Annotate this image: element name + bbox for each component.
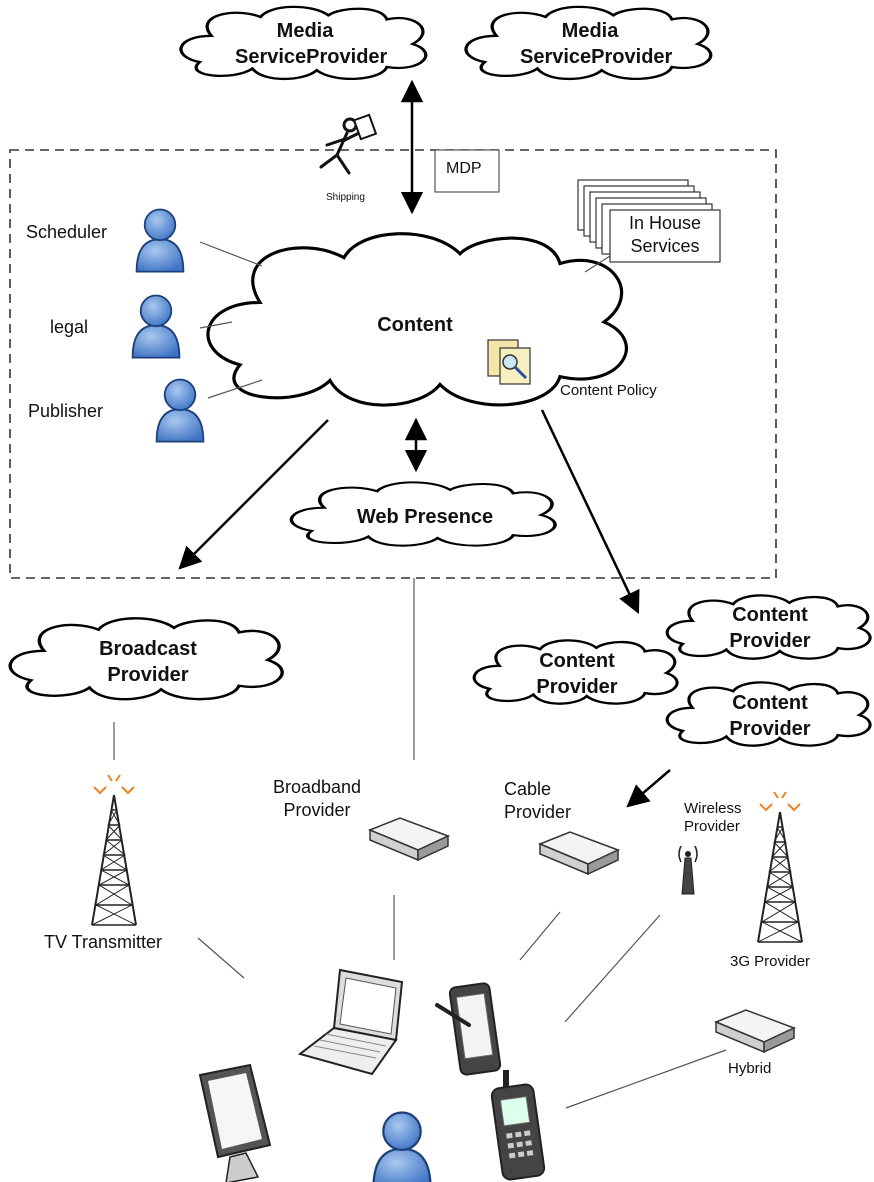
cloud-broadcast-provider-label: Broadcast Provider — [78, 636, 218, 688]
person-icon — [135, 208, 185, 273]
arrow-provider-cable — [626, 769, 671, 808]
cloud-label-line: Broadcast — [99, 638, 197, 660]
content-domain-boundary — [9, 149, 777, 579]
label-line: Provider — [504, 801, 572, 822]
in-house-services-label: In House Services — [612, 212, 718, 257]
wireless-provider-label: Wireless Provider — [684, 800, 742, 836]
legal-label: legal — [50, 317, 89, 337]
cloud-label-line: Provider — [729, 630, 811, 652]
mdp-box — [434, 149, 500, 193]
hybrid-label: Hybrid — [728, 1060, 772, 1077]
scheduler-label: Scheduler — [26, 222, 108, 242]
label-line: In House — [628, 213, 702, 233]
label-line: Provider — [684, 818, 740, 835]
shipping-label: Shipping — [326, 192, 365, 203]
person-icon — [155, 378, 205, 443]
laptop-icon — [297, 968, 404, 1076]
person-icon — [131, 294, 181, 359]
cloud-label-line: Content — [539, 650, 615, 672]
tablet-icon — [435, 982, 502, 1076]
cloud-label-line: ServiceProvider — [520, 46, 673, 68]
cloud-label-line: Provider — [729, 718, 811, 740]
transmitter-tower-icon — [91, 774, 137, 926]
3g-provider-label: 3G Provider — [730, 953, 811, 970]
arrow-content-broadcast — [178, 419, 329, 570]
arrow-content-provider — [540, 409, 640, 615]
in-house-services-stack — [577, 179, 721, 263]
connectors — [113, 241, 727, 1109]
cloud-label-line: Provider — [536, 676, 618, 698]
publisher-label: Publisher — [28, 401, 104, 421]
cable-provider-label: Cable Provider — [504, 778, 571, 823]
transmitter-tower-icon — [757, 791, 803, 943]
cloud-content-label: Content — [377, 314, 453, 336]
cloud-content-provider-a-label: Content Provider — [517, 648, 637, 700]
document-search-icon — [487, 339, 531, 385]
cloud-media-provider-1-label: Media ServiceProvider — [235, 18, 388, 70]
broadband-provider-label: Broadband Provider — [262, 776, 372, 821]
cloud-label-line: Content — [732, 604, 808, 626]
cloud-label-line: Provider — [107, 664, 189, 686]
label-line: Broadband — [272, 777, 362, 797]
label-line: Provider — [283, 799, 351, 820]
cloud-label-line: Media — [561, 20, 619, 42]
router-icon — [715, 1009, 795, 1053]
antenna-icon — [678, 845, 698, 895]
cloud-label-line: ServiceProvider — [235, 46, 388, 68]
cloud-web-presence-label: Web Presence — [356, 506, 494, 528]
router-icon — [539, 831, 619, 875]
label-line: Services — [630, 235, 700, 256]
monitor-icon — [198, 1063, 272, 1182]
cloud-label-line: Media — [276, 20, 334, 42]
label-line: Wireless — [684, 800, 742, 817]
cloud-label-line: Content — [732, 692, 808, 714]
cloud-media-provider-2-label: Media ServiceProvider — [520, 18, 673, 70]
content-policy-label: Content Policy — [560, 382, 657, 399]
tv-transmitter-label: TV Transmitter — [44, 932, 163, 952]
cloud-content-provider-c-label: Content Provider — [710, 690, 830, 742]
mdp-label: MDP — [446, 160, 482, 177]
person-icon — [372, 1111, 432, 1182]
label-line: Cable — [504, 779, 552, 799]
shipping-person-icon — [319, 113, 378, 175]
cloud-content-provider-b-label: Content Provider — [710, 602, 830, 654]
router-icon — [369, 817, 449, 861]
mobile-phone-icon — [490, 1070, 546, 1181]
